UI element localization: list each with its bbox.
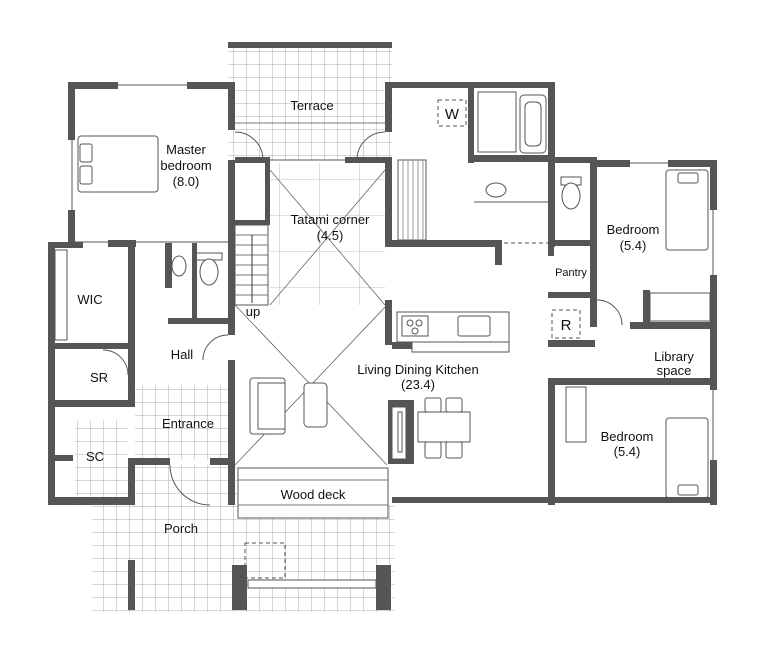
label-porch: Porch <box>164 521 198 536</box>
staircase <box>234 224 269 306</box>
closets <box>54 249 711 443</box>
label-hall: Hall <box>171 347 194 362</box>
tatami-area <box>269 163 386 306</box>
label-tatami-size: (4.5) <box>317 228 344 243</box>
refrigerator-space <box>551 309 581 339</box>
label-master-bedroom-line2: bedroom <box>160 158 211 173</box>
porch-area <box>75 385 395 612</box>
sofa <box>249 377 286 435</box>
label-wic: WIC <box>77 292 102 307</box>
label-bedroom-2: Bedroom <box>601 429 654 444</box>
label-pantry: Pantry <box>555 267 587 279</box>
wood-deck <box>237 467 389 519</box>
toilet-hall <box>171 252 223 286</box>
bedroom-1-bed <box>665 169 709 251</box>
washbasin <box>474 182 548 203</box>
label-master-bedroom-size: (8.0) <box>173 174 200 189</box>
label-terrace: Terrace <box>290 98 333 113</box>
label-ldk: Living Dining Kitchen <box>357 362 478 377</box>
label-master-bedroom-line1: Master <box>166 142 206 157</box>
label-sc: SC <box>86 449 104 464</box>
label-entrance: Entrance <box>162 416 214 431</box>
master-bed <box>77 135 159 193</box>
label-washer: W <box>445 106 460 123</box>
fireplace <box>388 400 414 464</box>
coffee-table <box>303 382 328 428</box>
label-library-line1: Library <box>654 349 694 364</box>
label-library-line2: space <box>657 363 692 378</box>
toilet-right <box>560 176 582 210</box>
label-refrigerator: R <box>561 317 572 334</box>
label-ldk-size: (23.4) <box>401 377 435 392</box>
label-stairs-up: up <box>246 304 260 319</box>
dining-table <box>417 397 471 459</box>
label-bedroom-2-size: (5.4) <box>614 444 641 459</box>
walls <box>48 42 717 610</box>
label-sr: SR <box>90 370 108 385</box>
laundry-shelf <box>397 159 427 241</box>
kitchen-counter <box>396 311 510 353</box>
label-bedroom-1: Bedroom <box>607 222 660 237</box>
bathtub <box>477 91 547 154</box>
label-wood-deck: Wood deck <box>281 487 346 502</box>
bedroom-2-bed <box>665 417 709 499</box>
doors <box>102 131 623 506</box>
label-bedroom-1-size: (5.4) <box>620 238 647 253</box>
label-tatami-corner: Tatami corner <box>291 212 370 227</box>
washer-space <box>437 99 467 127</box>
